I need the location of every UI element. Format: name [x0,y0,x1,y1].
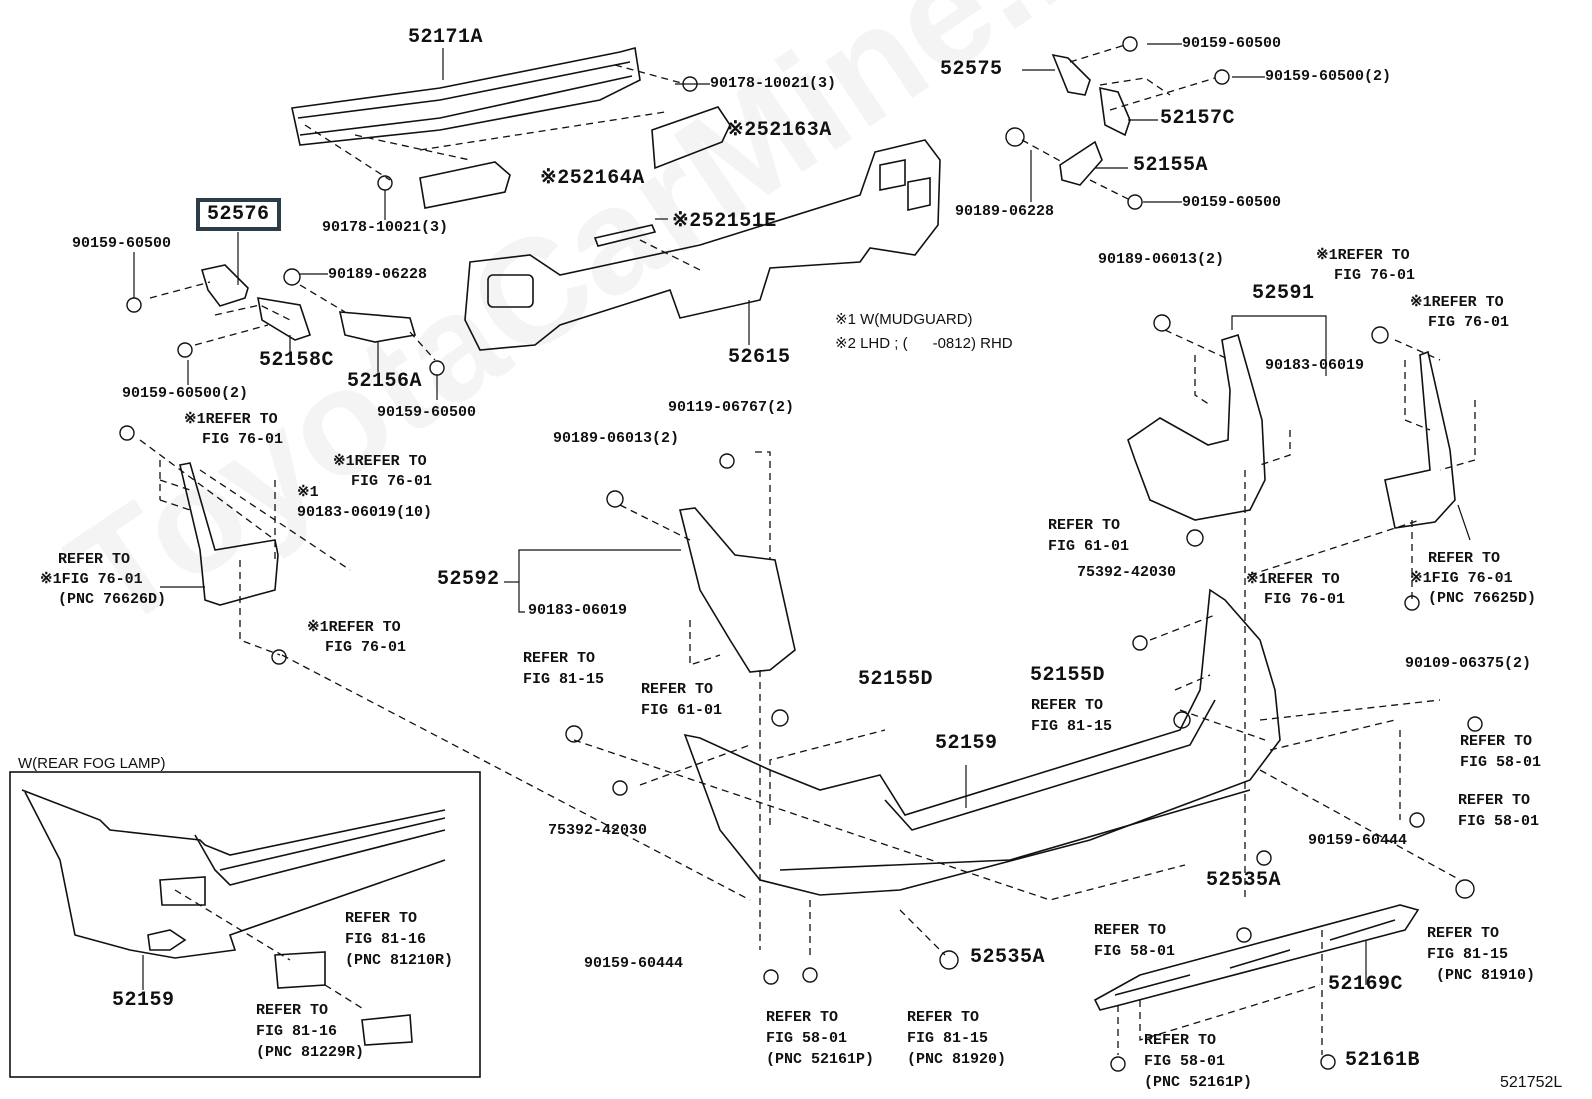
note-2: ※2 LHD ; ( -0812) RHD [835,335,1013,352]
label-52159[interactable]: 52159 [935,732,998,755]
refer-fig-76-01-b[interactable]: ※1REFER TO FIG 76-01 [333,453,433,490]
refer-fig-76-01-pnc-76626D[interactable]: REFER TO※1FIG 76-01 (PNC 76626D) [40,551,167,608]
bracket-52158C[interactable] [257,297,312,341]
label-90189-06228-left[interactable]: 90189-06228 [328,266,428,283]
label-90183-06019-right[interactable]: 90183-06019 [1265,357,1365,374]
refer-fig-76-01-r3[interactable]: ※1REFER TO FIG 76-01 [1246,571,1346,608]
bracket-52157C[interactable] [1099,86,1131,137]
label-90159-60500-left2[interactable]: 90159-60500 [377,404,477,421]
label-52163A[interactable]: ※252163A [727,119,832,142]
label-90159-60444-right[interactable]: 90159-60444 [1308,832,1408,849]
label-52155D-right[interactable]: 52155D [1030,664,1106,687]
refer-fig-76-01-r2[interactable]: ※1REFER TO FIG 76-01 [1410,294,1510,331]
label-90159-60500-2-left[interactable]: 90159-60500(2) [122,385,249,402]
mudguard-left[interactable] [179,462,279,606]
refer-fig-76-01-a[interactable]: ※1REFER TO FIG 76-01 [184,411,284,448]
diagram-code: 521752L [1500,1074,1563,1091]
label-52155A[interactable]: 52155A [1133,154,1209,177]
label-52535A-right[interactable]: 52535A [1206,869,1282,892]
label-75392-42030-center[interactable]: 75392-42030 [548,822,648,839]
label-52157C[interactable]: 52157C [1160,107,1236,130]
liner-52592[interactable] [679,507,796,673]
label-90178-10021-top[interactable]: 90178-10021(3) [710,75,837,92]
label-52535A-center[interactable]: 52535A [970,946,1046,969]
label-90159-60500-r2[interactable]: 90159-60500 [1182,194,1282,211]
label-90119-06767[interactable]: 90119-06767(2) [668,399,795,416]
label-52158C[interactable]: 52158C [259,349,335,372]
step-garnish-52169C[interactable] [1093,904,1420,1011]
label-52591[interactable]: 52591 [1252,282,1315,305]
bumper-cover-52159[interactable] [683,588,1281,896]
leader-52592 [518,549,681,613]
label-52156A[interactable]: 52156A [347,370,423,393]
bracket-52155A[interactable] [1059,140,1103,186]
rod-52151E[interactable] [593,224,657,247]
refer-fig-76-01-r1[interactable]: ※1REFER TO FIG 76-01 [1316,247,1416,284]
label-90159-60444-center[interactable]: 90159-60444 [584,955,684,972]
label-90159-60500-r1[interactable]: 90159-60500 [1182,35,1282,52]
bracket-52164A[interactable] [419,161,511,209]
label-52171A[interactable]: 52171A [408,26,484,49]
leader-52591 [1231,315,1327,376]
label-52592[interactable]: 52592 [437,568,500,591]
label-52576-highlighted[interactable]: 52576 [196,198,281,231]
note-1: ※1 W(MUDGUARD) [835,311,973,328]
label-52151E[interactable]: ※252151E [672,210,777,233]
inset-lamp-cover[interactable] [361,1014,413,1046]
inset-bumper[interactable] [21,789,446,959]
mudguard-right[interactable] [1384,350,1456,529]
label-52155D-left[interactable]: 52155D [858,668,934,691]
label-90183-06019-center[interactable]: 90183-06019 [528,602,628,619]
inset-label-52159[interactable]: 52159 [112,989,175,1012]
bracket-52163A[interactable] [651,106,731,170]
leader-mudguard-right [1457,504,1471,541]
liner-52591[interactable] [1127,333,1266,521]
inset-frame [9,771,481,1078]
bracket-52576[interactable] [200,264,249,307]
label-52575[interactable]: 52575 [940,58,1003,81]
label-52164A[interactable]: ※252164A [540,167,645,190]
bracket-52156A[interactable] [338,311,417,343]
inset-title: W(REAR FOG LAMP) [18,755,166,772]
inset-line-1 [174,889,291,961]
refer-fig-76-01-pnc-76625D[interactable]: REFER TO※1FIG 76-01 (PNC 76625D) [1410,550,1537,607]
label-52169C[interactable]: 52169C [1328,973,1404,996]
label-90178-10021-bottom[interactable]: 90178-10021(3) [322,219,449,236]
label-90109-06375[interactable]: 90109-06375(2) [1405,655,1532,672]
refer-fig-76-01-c[interactable]: ※1REFER TO FIG 76-01 [307,619,407,656]
label-90189-06228-right[interactable]: 90189-06228 [955,203,1055,220]
bracket-52575[interactable] [1051,53,1091,96]
label-52161B[interactable]: 52161B [1345,1049,1421,1072]
fasteners [119,36,1483,1072]
label-90189-06013-center[interactable]: 90189-06013(2) [553,430,680,447]
reinforcement-beam-52171A[interactable] [291,46,641,146]
label-75392-42030-right[interactable]: 75392-42030 [1077,564,1177,581]
assembly-lines [139,44,1476,1055]
absorber-52615[interactable] [464,139,941,351]
label-90159-60500-left[interactable]: 90159-60500 [72,235,172,252]
inset-line-2 [324,984,366,1011]
label-90159-60500-2-right[interactable]: 90159-60500(2) [1265,68,1392,85]
label-90189-06013-right[interactable]: 90189-06013(2) [1098,251,1225,268]
label-52615[interactable]: 52615 [728,346,791,369]
inset-fog-lamp[interactable] [274,951,326,989]
